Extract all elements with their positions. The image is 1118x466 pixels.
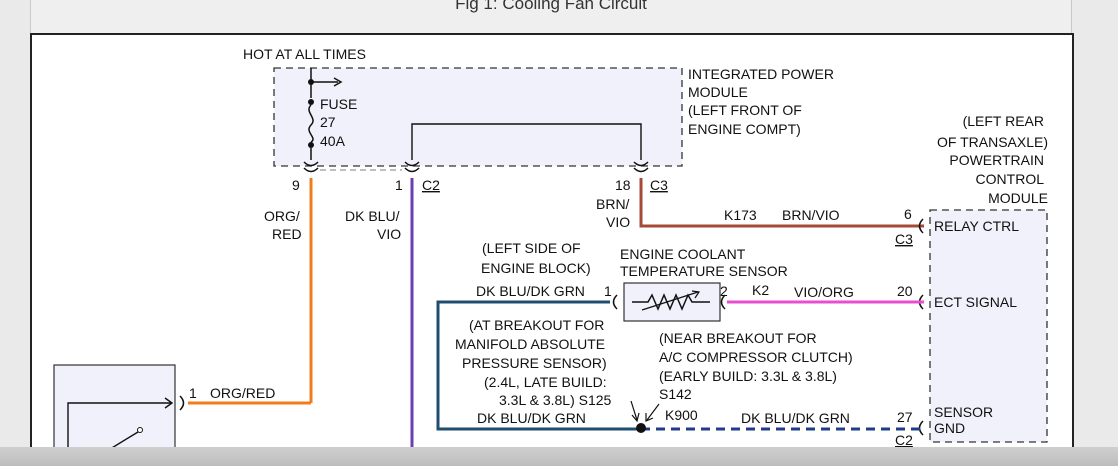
ect-name-1: ENGINE COOLANT xyxy=(620,246,746,262)
wire-label-k900: K900 xyxy=(665,407,698,423)
pcm-sensor-gnd-1: SENSOR xyxy=(934,404,993,420)
figure-title: Fig 1: Cooling Fan Circuit xyxy=(455,0,647,13)
pcm-relay-ctrl: RELAY CTRL xyxy=(934,218,1019,234)
pcm-name-1: (LEFT REAR xyxy=(963,113,1044,129)
connector-c2: C2 xyxy=(422,177,440,193)
pin-18: 18 xyxy=(615,177,631,193)
ect-location-1: (LEFT SIDE OF xyxy=(482,240,581,256)
diagram-frame: HOT AT ALL TIMES INTEGRATED POWER MODULE… xyxy=(30,33,1074,455)
pcm-name-5: MODULE xyxy=(988,190,1048,206)
wire-brn-vio xyxy=(639,178,924,228)
ipm-name-3: (LEFT FRONT OF xyxy=(688,102,802,118)
s125-line-5: 3.3L & 3.8L) S125 xyxy=(499,392,612,408)
pcm-box xyxy=(929,209,1048,443)
connector-c3-pcm: C3 xyxy=(895,231,913,247)
pcm-sensor-gnd-2: GND xyxy=(934,420,965,436)
pin-1-ipm: 1 xyxy=(395,177,403,193)
fuse-number: 27 xyxy=(320,114,336,130)
wire-label-org-red-1: ORG/ xyxy=(264,208,300,224)
ect-name-2: TEMPERATURE SENSOR xyxy=(620,263,788,279)
s142-line-4: S142 xyxy=(659,386,692,402)
wire-label-k2: K2 xyxy=(752,282,769,298)
wire-label-k173: K173 xyxy=(724,207,757,223)
cooling-fan-relay-box xyxy=(53,364,176,455)
pcm-connector-chevrons xyxy=(918,218,924,436)
wire-label-brn-vio-3: BRN/VIO xyxy=(782,207,840,223)
fuse-symbol xyxy=(308,104,314,143)
ipm-name-2: MODULE xyxy=(688,84,748,100)
wire-label-dk-blu-vio-2: VIO xyxy=(377,226,401,242)
relay-pin-1: 1 xyxy=(189,385,197,401)
s142-line-3: (EARLY BUILD: 3.3L & 3.8L) xyxy=(659,368,837,384)
s125-line-1: (AT BREAKOUT FOR xyxy=(469,317,604,333)
thermistor-icon xyxy=(632,293,710,311)
wire-label-org-red-relay: ORG/RED xyxy=(210,385,275,401)
wire-label-dk-blu-dk-grn-s125: DK BLU/DK GRN xyxy=(477,410,586,426)
ect-pin-1: 1 xyxy=(604,283,612,299)
ipm-connector-chevrons xyxy=(303,161,649,173)
s142-line-2: A/C COMPRESSOR CLUTCH) xyxy=(659,349,853,365)
wire-label-dk-blu-dk-grn-top: DK BLU/DK GRN xyxy=(476,283,585,299)
ipm-hot-label: HOT AT ALL TIMES xyxy=(243,46,366,62)
pin-20: 20 xyxy=(897,283,913,299)
ect-location-2: ENGINE BLOCK) xyxy=(481,260,591,276)
s125-line-4: (2.4L, LATE BUILD: xyxy=(484,374,607,390)
s142-line-1: (NEAR BREAKOUT FOR xyxy=(659,330,817,346)
bottom-scroll-bar xyxy=(0,447,1118,466)
wire-label-org-red-2: RED xyxy=(272,226,302,242)
fuse-label: FUSE xyxy=(320,96,357,112)
pin-6: 6 xyxy=(904,206,912,222)
pin-9: 9 xyxy=(292,177,300,193)
connector-c2-pcm: C2 xyxy=(895,432,913,448)
pcm-name-2: OF TRANSAXLE) xyxy=(937,134,1048,150)
wire-label-dk-blu-dk-grn-bottom: DK BLU/DK GRN xyxy=(741,410,850,426)
wire-label-brn-vio-2: VIO xyxy=(606,214,630,230)
wiring-diagram: HOT AT ALL TIMES INTEGRATED POWER MODULE… xyxy=(53,46,1048,455)
pcm-ect-signal: ECT SIGNAL xyxy=(934,294,1017,310)
ipm-name-1: INTEGRATED POWER xyxy=(688,66,834,82)
wire-label-vio-org: VIO/ORG xyxy=(794,284,854,300)
fuse-rating: 40A xyxy=(320,133,346,149)
connector-c3: C3 xyxy=(650,177,668,193)
figure-title-bar: Fig 1: Cooling Fan Circuit xyxy=(30,0,1072,34)
wire-dk-blu-dk-grn xyxy=(436,300,641,431)
pcm-name-4: CONTROL xyxy=(976,171,1045,187)
s125-line-2: MANIFOLD ABSOLUTE xyxy=(455,336,605,352)
wire-label-brn-vio-1: BRN/ xyxy=(596,196,630,212)
splice-point xyxy=(636,423,646,433)
s125-line-3: PRESSURE SENSOR) xyxy=(462,355,607,371)
pcm-name-3: POWERTRAIN xyxy=(949,152,1044,168)
ect-pin-2: 2 xyxy=(720,283,728,299)
ipm-box xyxy=(273,67,683,167)
wire-label-dk-blu-vio-1: DK BLU/ xyxy=(345,208,400,224)
ipm-name-4: ENGINE COMPT) xyxy=(688,121,801,137)
pin-27: 27 xyxy=(897,409,913,425)
